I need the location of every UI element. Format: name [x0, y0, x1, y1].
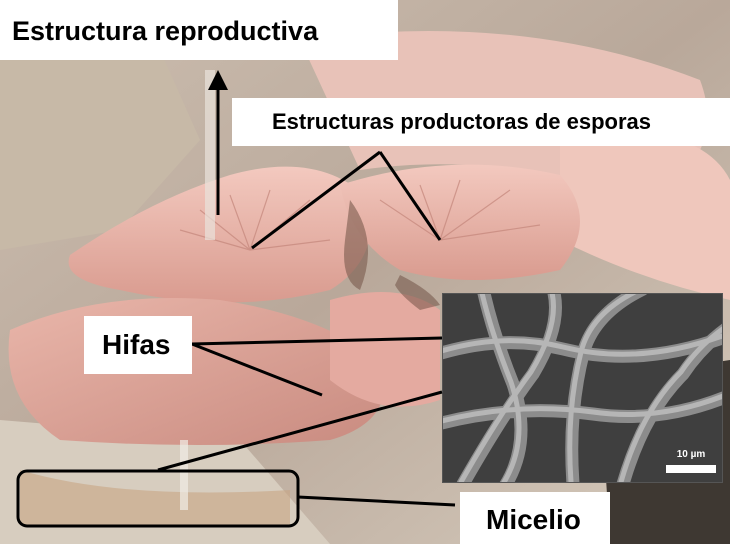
- scale-bar: [666, 465, 716, 473]
- scale-bar-label: 10 µm: [666, 449, 716, 460]
- label-reproductive-structure: Estructura reproductiva: [0, 0, 398, 60]
- label-mycelium: Micelio: [460, 492, 610, 544]
- label-spore-structures: Estructuras productoras de esporas: [232, 98, 730, 146]
- label-hyphae: Hifas: [84, 316, 192, 374]
